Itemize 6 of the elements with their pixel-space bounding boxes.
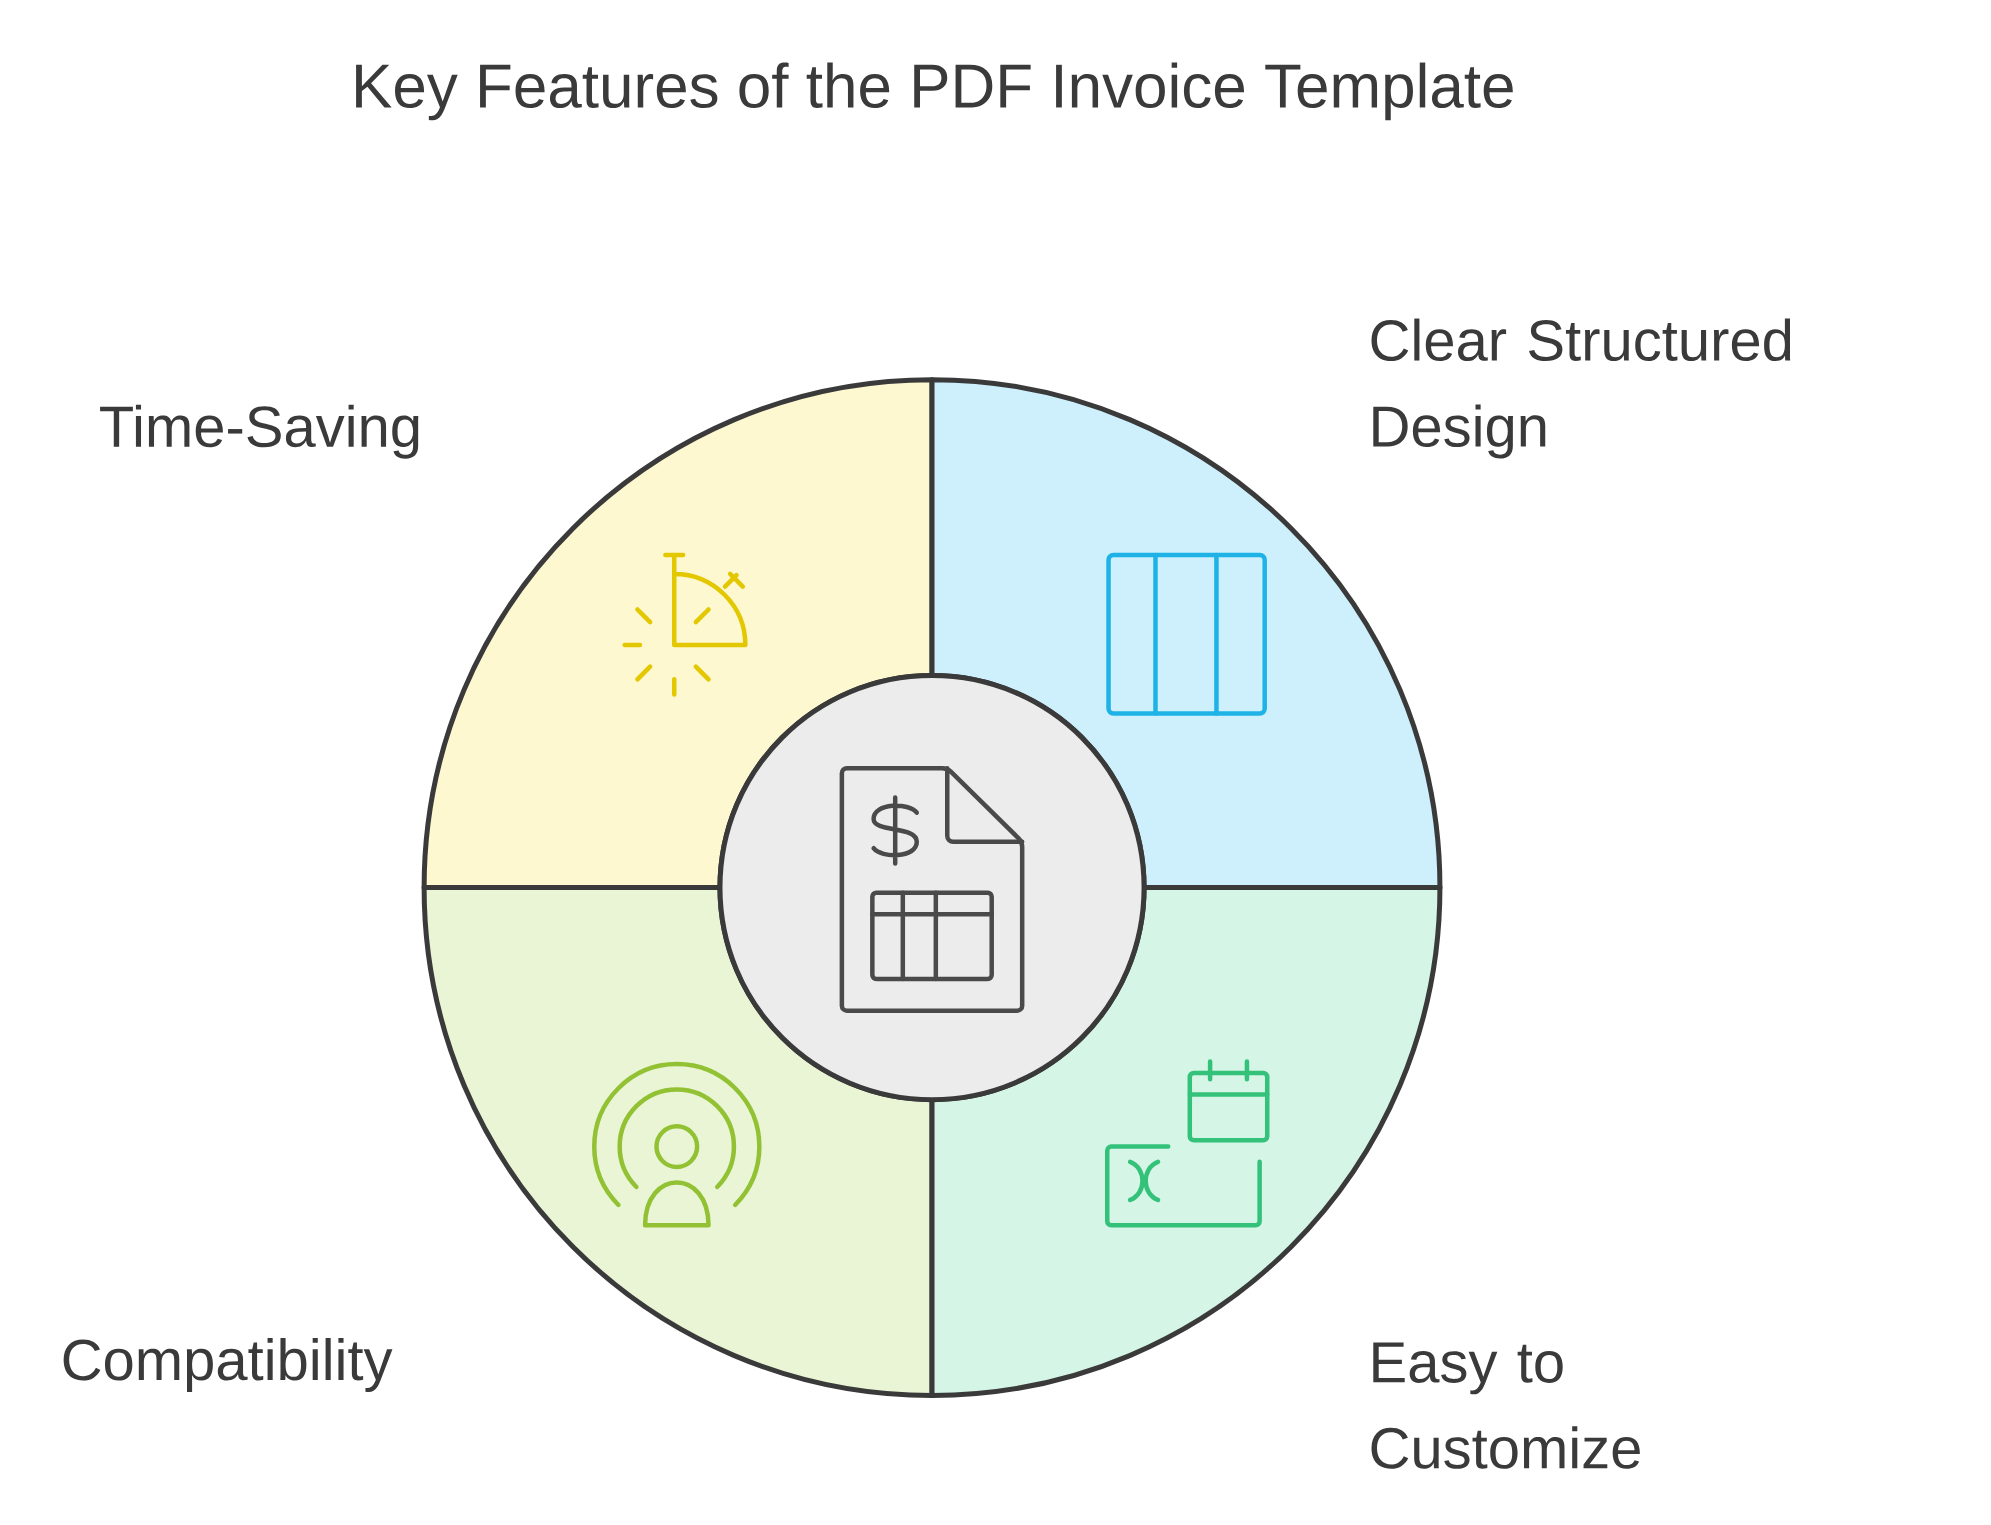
feature-label: Easy to Customize <box>1371 1342 1640 1469</box>
feature-label: Time-Saving <box>100 404 419 459</box>
title: Key Features of the PDF Invoice Template <box>356 62 1513 121</box>
feature-label: Clear Structured Design <box>1371 318 1791 459</box>
feature-label: Compatibility <box>63 1338 393 1393</box>
center-circle <box>717 673 1147 1103</box>
